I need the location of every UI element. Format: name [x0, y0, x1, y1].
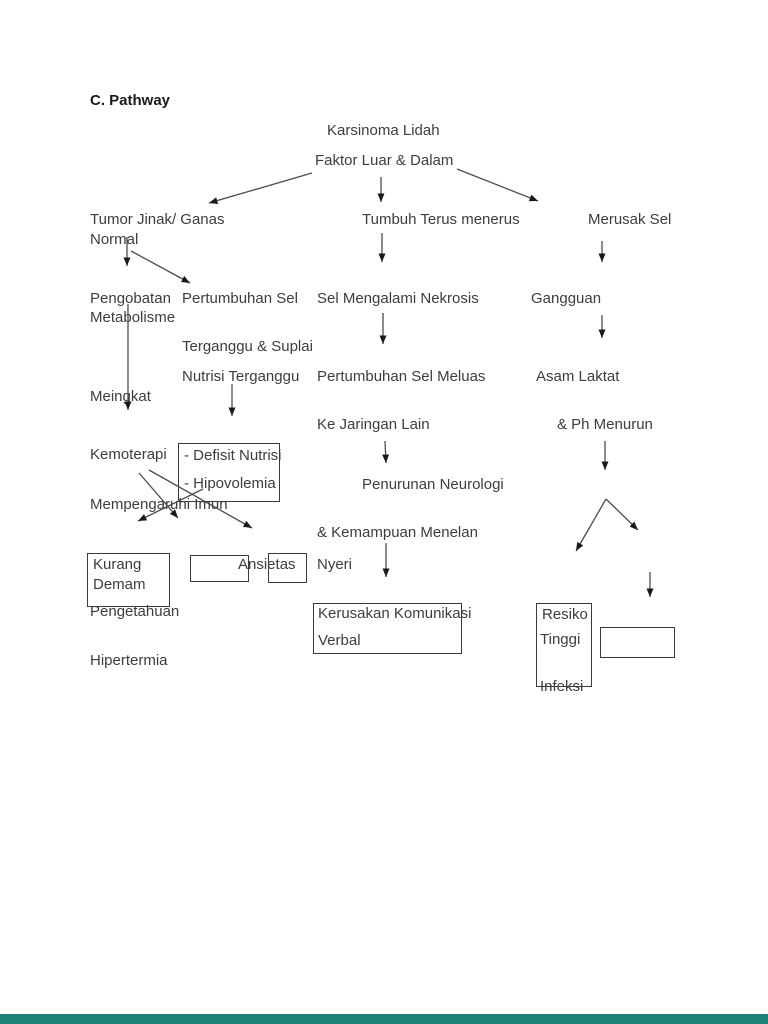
node-tumor-jinak-ganas: Tumor Jinak/ Ganas	[90, 211, 225, 228]
node-kerusakan-komunikasi: Kerusakan Komunikasi	[318, 605, 472, 622]
node-demam: Demam	[93, 576, 146, 593]
node-defisit-nutrisi: - Defisit Nutrisi	[184, 447, 282, 464]
node-meingkat: Meingkat	[90, 388, 151, 405]
box-kerusakan-komunikasi	[313, 603, 462, 654]
node-nutrisi-terganggu: Nutrisi Terganggu	[182, 368, 300, 385]
node-tinggi: Tinggi	[540, 631, 581, 648]
node-infeksi: Infeksi	[540, 678, 584, 695]
node-resiko: Resiko	[542, 606, 588, 623]
box-kurang-demam	[87, 553, 170, 607]
box-empty-left	[190, 555, 249, 582]
node-pertumbuhan-sel-meluas: Pertumbuhan Sel Meluas	[317, 368, 486, 385]
box-ansietas	[268, 553, 307, 583]
node-ke-jaringan-lain: Ke Jaringan Lain	[317, 416, 430, 433]
node-kemampuan-menelan: & Kemampuan Menelan	[317, 524, 478, 541]
node-nyeri: Nyeri	[317, 556, 353, 573]
node-asam-laktat: Asam Laktat	[536, 368, 620, 385]
node-pengobatan: Pengobatan	[90, 290, 171, 307]
viewer-bottom-bar	[0, 1014, 768, 1024]
node-gangguan: Gangguan	[531, 290, 602, 307]
node-kemoterapi: Kemoterapi	[90, 446, 167, 463]
node-faktor-luar-dalam: Faktor Luar & Dalam	[315, 152, 454, 169]
node-sel-mengalami-nekrosis: Sel Mengalami Nekrosis	[317, 290, 479, 307]
box-empty-right	[600, 627, 675, 658]
node-penurunan-neurologi: Penurunan Neurologi	[362, 476, 504, 493]
node-hipovolemia: - Hipovolemia	[184, 475, 276, 492]
node-merusak-sel: Merusak Sel	[588, 211, 672, 228]
node-verbal: Verbal	[318, 632, 361, 649]
node-metabolisme: Metabolisme	[90, 309, 176, 326]
node-tumbuh-terus-menerus: Tumbuh Terus menerus	[362, 211, 520, 228]
node-terganggu-suplai: Terganggu & Suplai	[182, 338, 313, 355]
node-kurang: Kurang	[93, 556, 142, 573]
node-hipertermia: Hipertermia	[90, 652, 168, 669]
page-title: C. Pathway	[90, 92, 171, 109]
node-pertumbuhan-sel: Pertumbuhan Sel	[182, 290, 298, 307]
node-ansietas: Ansietas	[238, 556, 296, 573]
node-pengetahuan: Pengetahuan	[90, 603, 180, 620]
node-karsinoma-lidah: Karsinoma Lidah	[327, 122, 440, 139]
node-ph-menurun: & Ph Menurun	[557, 416, 653, 433]
node-mempengaruhi-imun: Mempengaruhi Imun	[90, 496, 228, 513]
node-normal: Normal	[90, 231, 139, 248]
box-resiko-tinggi	[536, 603, 592, 687]
